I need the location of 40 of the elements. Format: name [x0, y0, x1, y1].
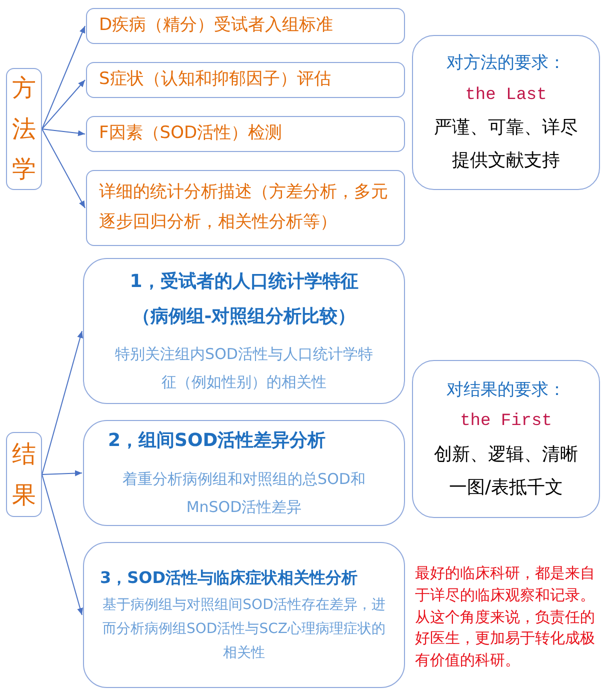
node-text: 着重分析病例组和对照组的总SOD和MnSOD活性差异 [122, 468, 366, 518]
node-text: 特别关注组内SOD活性与人口统计学特征（例如性别）的相关性 [114, 344, 374, 394]
note-text: 从这个角度来说，负责任的好医生，更加易于转化成极有价值的科研。 [415, 606, 596, 671]
node-text: D疾病（精分）受试者入组标准 [99, 14, 334, 38]
arrow [42, 80, 86, 130]
node-text: 1，受试者的人口统计学特征（病例组-对照组分析比较） [128, 270, 360, 328]
result-box [83, 420, 405, 526]
node-text: 提供文献支持 [452, 149, 560, 173]
category-box [6, 432, 42, 517]
requirement-box [412, 35, 600, 190]
node-text: the First [460, 411, 552, 433]
node-text: 2，组间SOD活性差异分析 [108, 429, 327, 454]
node-text: 详细的统计分析描述（方差分析，多元逐步回归分析，相关性分析等） [99, 181, 389, 234]
node-text: 创新、逻辑、清晰 [434, 442, 578, 466]
requirement-box [412, 360, 600, 518]
note-text: 最好的临床科研，都是来自于详尽的临床观察和记录。 [415, 563, 596, 606]
result-box [83, 542, 405, 688]
arrow [42, 128, 86, 208]
arrow [42, 470, 82, 476]
arrow [42, 128, 86, 136]
process-box [86, 170, 405, 246]
node-text: the Last [465, 84, 547, 106]
process-box [86, 8, 405, 44]
process-box [86, 116, 405, 152]
node-text: 对方法的要求： [446, 52, 566, 75]
arrow [42, 330, 83, 475]
node-text: 对结果的要求： [446, 378, 566, 402]
result-box [83, 258, 405, 404]
node-text: S症状（认知和抑郁因子）评估 [99, 68, 332, 92]
node-text: 3，SOD活性与临床症状相关性分析 [100, 566, 359, 588]
arrow [42, 26, 86, 130]
node-text: 方法学 [12, 72, 36, 186]
node-text: 严谨、可靠、详尽 [434, 116, 578, 140]
node-text: F因素（SOD活性）检测 [99, 122, 284, 146]
category-box [6, 68, 42, 190]
process-box [86, 62, 405, 98]
node-text: 一图/表抵千文 [448, 476, 564, 500]
node-text: 结果 [12, 438, 36, 510]
arrow [42, 474, 83, 616]
node-text: 基于病例组与对照组间SOD活性存在差异，进而分析病例组SOD活性与SCZ心理病理症状的相关性 [102, 596, 386, 663]
